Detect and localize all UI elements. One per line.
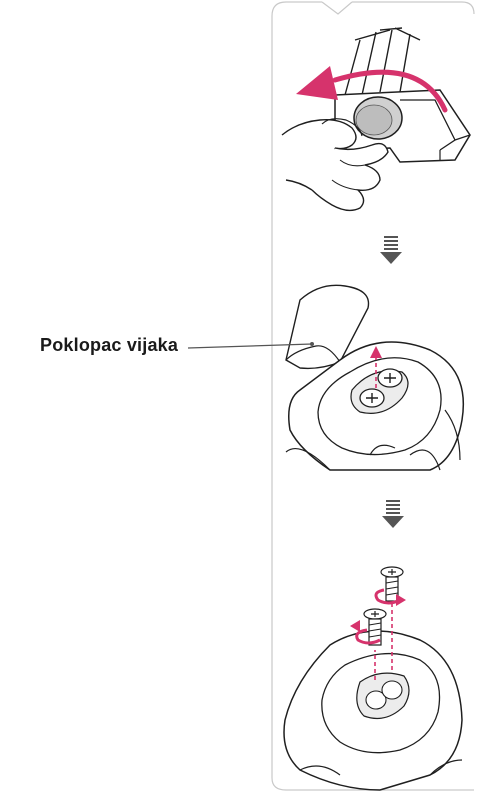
step-1-remove-cover	[282, 28, 470, 210]
callout-leader-dot	[310, 342, 314, 346]
screw-head	[360, 389, 384, 407]
step-down-arrow-icon	[380, 236, 402, 264]
step-down-arrow-icon	[382, 500, 404, 528]
screw	[381, 567, 403, 601]
screw-cover-callout-label: Poklopac vijaka	[40, 335, 178, 356]
screw-head	[378, 369, 402, 387]
step-3-remove-screws	[284, 567, 462, 790]
step-2-screws-exposed	[286, 285, 463, 470]
